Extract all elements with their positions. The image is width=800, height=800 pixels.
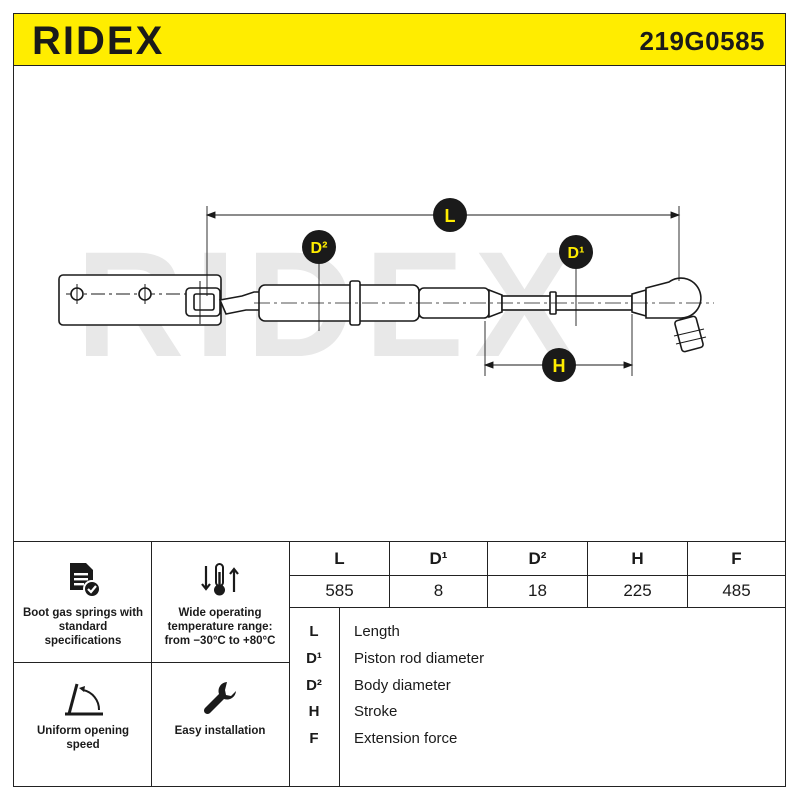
spec-value-D2: 18: [528, 581, 547, 600]
spec-header-D2: D²: [528, 549, 547, 568]
right-end-fitting: [645, 277, 702, 319]
legend-desc: Length: [354, 623, 400, 640]
diagram-area: RIDEX: [13, 66, 786, 541]
divider: [339, 607, 340, 786]
divider: [487, 542, 488, 607]
divider: [289, 607, 785, 608]
svg-text:H: H: [553, 356, 566, 376]
feature-opening-speed: Uniform opening speed: [22, 678, 144, 752]
spec-header-L: L: [334, 549, 345, 568]
legend-desc: Body diameter: [354, 677, 451, 694]
feature-text: Wide operating temperature range: from −…: [164, 607, 276, 647]
logo-text: RIDEX: [32, 23, 164, 59]
divider: [151, 542, 152, 786]
legend-key: L: [309, 623, 319, 640]
feature-standard-specs: Boot gas springs with standard specifica…: [22, 560, 144, 648]
feature-easy-installation: Easy installation: [155, 678, 285, 738]
opening-angle-icon: [65, 683, 103, 716]
divider: [687, 542, 688, 607]
svg-text:L: L: [445, 206, 456, 226]
label-L: L: [433, 198, 467, 232]
legend-desc: Piston rod diameter: [354, 650, 485, 667]
gas-spring-diagram: RIDEX: [58, 198, 714, 388]
legend-key: F: [309, 730, 319, 747]
label-D2: D²: [302, 230, 336, 264]
feature-text: Easy installation: [174, 725, 266, 737]
svg-text:D¹: D¹: [568, 245, 585, 262]
label-H: H: [542, 348, 576, 382]
header-bar: RIDEX 219G0585: [13, 13, 786, 66]
legend-desc: Extension force: [354, 730, 458, 747]
feature-text: Boot gas springs with standard specifica…: [22, 607, 144, 647]
spec-value-F: 485: [722, 581, 751, 600]
part-number: 219G0585: [639, 26, 765, 56]
spec-header-D1: D¹: [429, 549, 448, 568]
divider: [14, 662, 289, 663]
gas-spring-drawing: [58, 274, 714, 353]
divider: [389, 542, 390, 607]
spec-value-H: 225: [623, 581, 652, 600]
document-check-icon: [70, 563, 101, 598]
svg-text:D²: D²: [311, 240, 328, 257]
info-panel: Boot gas springs with standard specifica…: [13, 541, 786, 787]
spec-header-H: H: [631, 549, 644, 568]
legend-key: D¹: [306, 650, 322, 667]
temperature-icon: [201, 563, 239, 596]
legend-key: H: [308, 703, 320, 720]
wrench-icon: [203, 682, 236, 715]
divider: [587, 542, 588, 607]
divider: [289, 542, 290, 786]
spec-value-L: 585: [325, 581, 354, 600]
spec-header-F: F: [731, 549, 742, 568]
legend-key: D²: [306, 677, 322, 694]
label-D1: D¹: [559, 235, 593, 269]
spec-value-D1: 8: [433, 581, 444, 600]
ridex-logo: RIDEX: [32, 23, 164, 59]
legend-desc: Stroke: [354, 703, 398, 720]
feature-text: Uniform opening speed: [37, 725, 129, 751]
feature-temperature-range: Wide operating temperature range: from −…: [155, 560, 285, 648]
divider: [289, 575, 785, 576]
